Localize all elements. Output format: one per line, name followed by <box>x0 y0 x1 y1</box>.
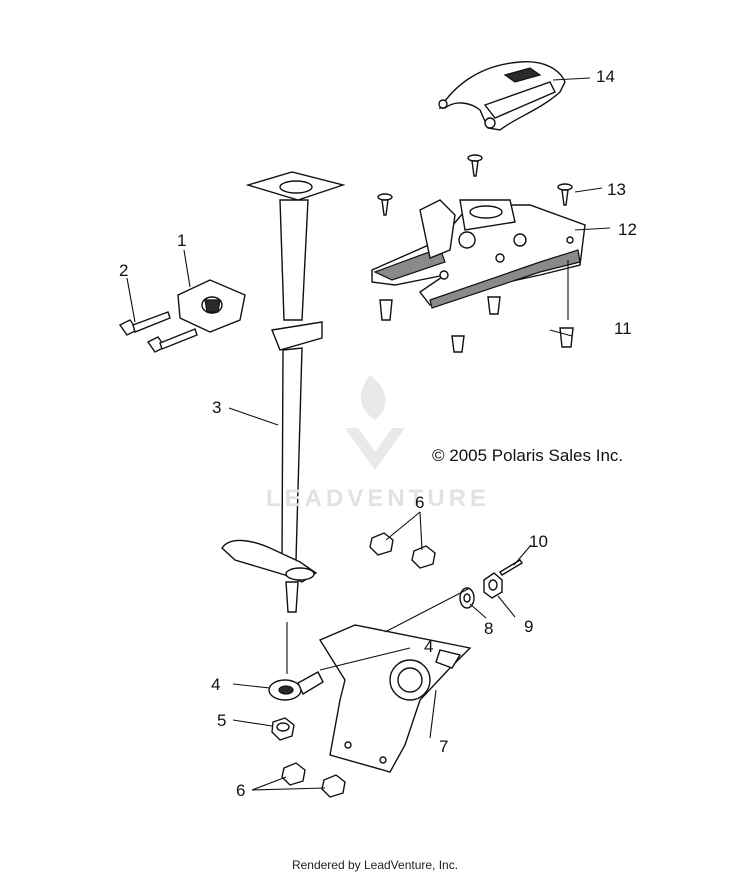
callout-7: 7 <box>439 737 449 756</box>
watermark-logo <box>345 375 405 470</box>
callout-6-upper: 6 <box>415 493 425 512</box>
part-8-washer <box>459 587 475 609</box>
callout-10: 10 <box>529 532 548 551</box>
part-12-housing <box>371 199 586 309</box>
callout-3: 3 <box>212 398 222 417</box>
callout-11: 11 <box>614 319 632 338</box>
part-7-bracket <box>318 624 472 773</box>
leader-lines <box>126 77 611 791</box>
footer-credit: Rendered by LeadVenture, Inc. <box>291 858 459 872</box>
part-1-clamp <box>177 279 246 333</box>
callout-12: 12 <box>618 220 637 239</box>
part-9-castle-nut <box>483 572 503 599</box>
callout-14: 14 <box>596 67 615 86</box>
callout-8: 8 <box>484 619 494 638</box>
part-2-bolts <box>118 311 198 353</box>
part-11-nuts <box>379 296 574 353</box>
callout-5: 5 <box>217 711 227 730</box>
callout-9: 9 <box>524 617 534 636</box>
callout-4-tie-rod: 4 <box>211 675 221 694</box>
callout-13: 13 <box>607 180 626 199</box>
callout-4-bracket: 4 <box>424 637 434 656</box>
part-13-screws <box>377 154 573 216</box>
copyright-text: © 2005 Polaris Sales Inc. <box>432 446 624 465</box>
part-10-cotter-pin <box>499 559 523 576</box>
part-5-nut <box>271 717 295 741</box>
callout-1: 1 <box>177 231 187 250</box>
watermark-text: LEADVENTURE <box>265 485 490 512</box>
callout-2: 2 <box>119 261 129 280</box>
part-14-cover <box>438 61 566 131</box>
part-3-steering-post <box>221 171 346 613</box>
callout-6-lower: 6 <box>236 781 246 800</box>
